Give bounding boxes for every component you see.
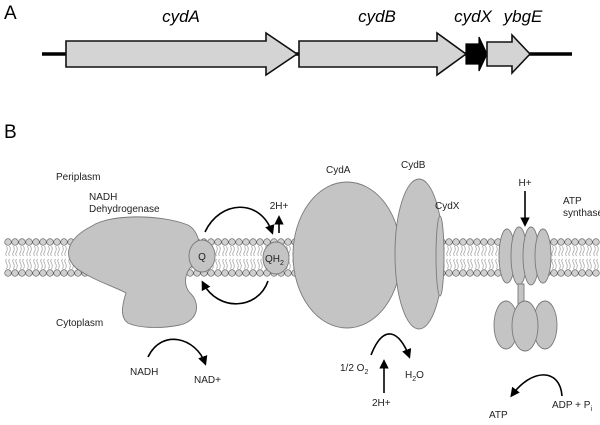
gene-cyda-arrow	[65, 31, 299, 77]
adp-pi-label: ADP + Pi	[552, 400, 592, 413]
panel-b-letter: B	[4, 122, 17, 143]
atp-synthase-label-line1: ATP	[563, 196, 582, 207]
cydx-label: CydX	[435, 201, 460, 212]
nadh-to-nad-arrow	[147, 338, 208, 366]
o2-to-h2o-arrow	[370, 333, 412, 359]
panel-b: B Periplasm	[4, 122, 600, 421]
two-h-top-label: 2H+	[270, 201, 289, 212]
atp-synthase-label-line2: synthase	[563, 208, 600, 219]
panel-a: A cydA cydB cydX ybgE	[4, 3, 572, 77]
q-label: Q	[198, 252, 206, 263]
h-plus-label: H+	[518, 178, 531, 189]
cytoplasm-label: Cytoplasm	[56, 318, 103, 329]
cyda-label: CydA	[326, 165, 351, 176]
gene-cydx-label: cydX	[454, 7, 492, 26]
gene-cydb-arrow	[298, 31, 468, 77]
nadh-label: NADH	[130, 367, 158, 378]
atp-synthase-shape	[493, 226, 558, 352]
quinol-shape	[262, 241, 290, 275]
nadh-dehydrogenase-shape	[68, 216, 200, 328]
quinone-shape	[188, 239, 216, 273]
cydb-label: CydB	[401, 160, 426, 171]
cydx-shape	[435, 215, 445, 297]
q-to-qh2-arrow	[204, 206, 275, 235]
adp-to-atp-arrow	[510, 374, 563, 398]
qh2-to-q-arrow	[201, 280, 269, 305]
cyda-shape	[292, 181, 402, 329]
nadh-dehydrogenase-label-line1: NADH	[89, 192, 117, 203]
o2-label: 1/2 O2	[340, 363, 368, 376]
gene-ybge-arrow	[486, 32, 532, 76]
qh2-label: QH2	[265, 254, 284, 267]
gene-ybge-label: ybgE	[503, 7, 543, 26]
gene-cydx-arrow	[465, 36, 488, 72]
nad-plus-label: NAD+	[194, 375, 221, 386]
gene-cydb-label: cydB	[358, 7, 396, 26]
panel-a-letter: A	[4, 3, 17, 24]
two-h-bottom-label: 2H+	[372, 398, 391, 409]
atp-label: ATP	[489, 410, 508, 421]
gene-cyda-label: cydA	[162, 7, 200, 26]
nadh-dehydrogenase-label-line2: Dehydrogenase	[89, 204, 160, 215]
h2o-label: H2O	[405, 370, 424, 383]
periplasm-label: Periplasm	[56, 172, 100, 183]
